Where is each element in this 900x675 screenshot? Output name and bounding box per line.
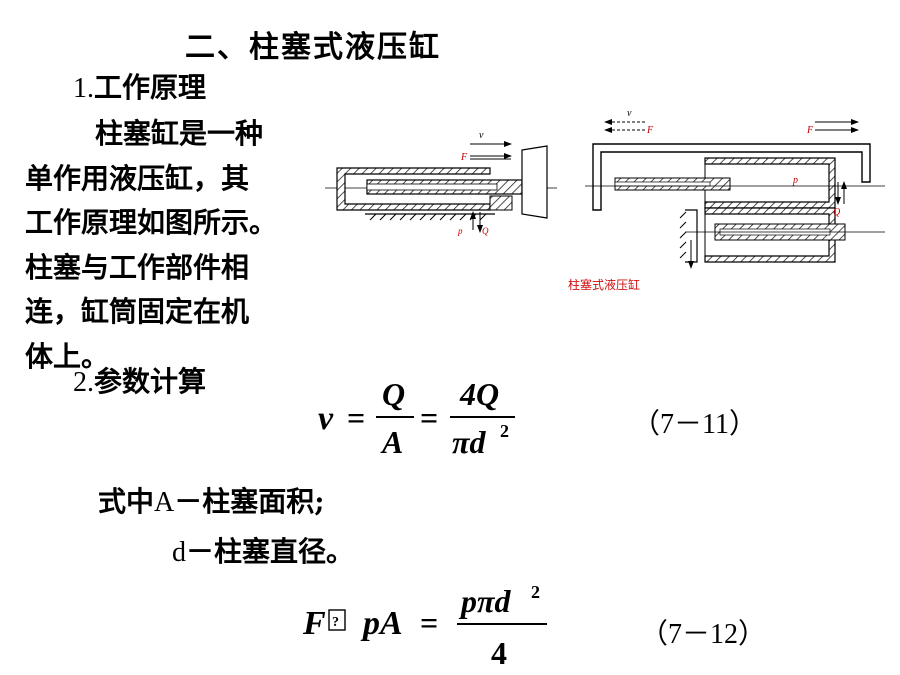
figure-caption: 柱塞式液压缸: [568, 278, 641, 292]
eq-num-Q: Q: [382, 376, 405, 412]
eq-lhs-v: v: [318, 400, 334, 437]
eq-equals: =: [347, 400, 365, 436]
eq-equals: =: [420, 605, 438, 641]
single-acting-cylinder-diagram: v F p Q: [325, 130, 557, 236]
where-line-diameter: d－柱塞直径。: [172, 530, 354, 570]
section-number: 2.: [73, 367, 94, 398]
label-F: F: [460, 152, 468, 163]
where-var-d: d: [172, 537, 186, 568]
paragraph-line: 体上。: [25, 339, 110, 373]
where-desc-diameter: －柱塞直径。: [186, 535, 355, 568]
eq-den-exp: 2: [500, 421, 509, 441]
label-F-right: F: [806, 125, 814, 136]
section-number: 1.: [73, 73, 94, 104]
section-heading-principle: 1.工作原理: [73, 66, 206, 106]
missing-glyph-box: ?: [332, 615, 339, 630]
eq-den-4: 4: [491, 635, 507, 671]
equation-7-11: v = Q A = 4Q πd 2: [318, 376, 515, 460]
where-line-area: 式中A－柱塞面积;: [98, 480, 325, 520]
eq-num-exp: 2: [531, 582, 540, 602]
double-plunger-diagram: v F F p Q: [585, 108, 885, 269]
principle-paragraph: 柱塞缸是一种 单作用液压缸，其 工作原理如图所示。 柱塞与工作部件相 连，缸筒固…: [25, 112, 315, 379]
label-v: v: [479, 130, 484, 141]
eq-num-4Q: 4Q: [459, 376, 499, 412]
eq-mid-pA: pA: [360, 605, 403, 642]
label-Q: Q: [833, 207, 841, 218]
section-label: 参数计算: [94, 365, 207, 398]
label-v: v: [627, 108, 632, 119]
eq-num-ppid: pπd: [458, 583, 511, 619]
paragraph-line: 柱塞与工作部件相: [25, 250, 250, 284]
plunger-cylinder-figure: v F p Q v F F p: [325, 108, 885, 269]
where-prefix: 式中: [98, 485, 155, 518]
label-Q: Q: [482, 226, 489, 236]
eq-equals: =: [420, 400, 438, 436]
paragraph-line: 单作用液压缸，其: [25, 161, 250, 195]
label-F-left: F: [646, 125, 654, 136]
equation-number-7-11: （7－11）: [632, 409, 757, 440]
eq-den-A: A: [380, 424, 403, 460]
equation-7-12: F ? pA = pπd 2 4: [302, 582, 547, 671]
section-label: 工作原理: [94, 71, 207, 104]
paragraph-line: 柱塞缸是一种: [95, 117, 264, 150]
eq-lhs-F: F: [302, 605, 326, 642]
page-title: 二、柱塞式液压缸: [185, 30, 441, 65]
label-p: p: [457, 226, 463, 236]
equation-number-7-12: （7－12）: [640, 619, 767, 650]
where-var-A: A: [154, 487, 175, 518]
section-heading-calculation: 2.参数计算: [73, 360, 206, 400]
label-p: p: [792, 175, 798, 186]
eq-den-pid: πd: [452, 424, 486, 460]
where-desc-area: －柱塞面积;: [174, 485, 325, 518]
paragraph-line: 连，缸筒固定在机: [25, 295, 250, 328]
paragraph-line: 工作原理如图所示。: [25, 206, 278, 239]
